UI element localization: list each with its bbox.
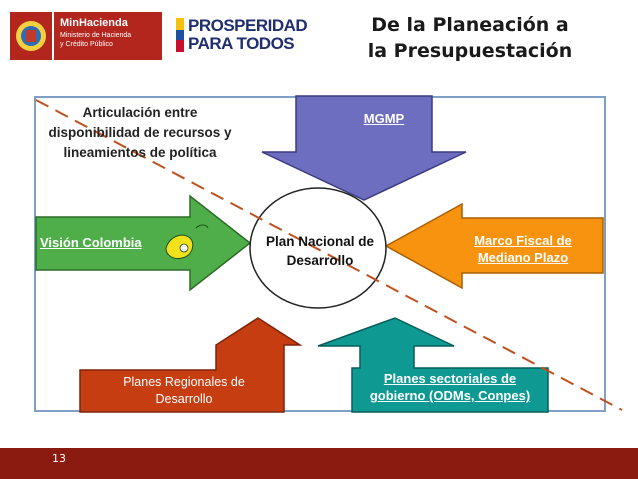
marco-fiscal-label[interactable]: Marco Fiscal de Mediano Plazo: [448, 232, 598, 266]
vision-arrow: [35, 194, 252, 292]
vision-colombia-label[interactable]: Visión Colombia: [40, 235, 142, 250]
marco-fiscal-line2: Mediano Plazo: [477, 250, 569, 265]
slide-title-line1: De la Planeación a: [371, 14, 569, 36]
mgmp-label[interactable]: MGMP: [363, 111, 405, 126]
slide-title-line2: la Presupuestación: [367, 40, 573, 62]
page-number: 13: [52, 452, 66, 465]
planes-sectoriales-line2: gobierno (ODMs, Conpes): [369, 388, 531, 403]
mgmp-arrow: [261, 95, 467, 201]
plan-nacional-label: Plan Nacional de Desarrollo: [250, 232, 390, 270]
planes-regionales-label[interactable]: Planes Regionales de Desarrollo: [82, 374, 286, 408]
minhacienda-sub1: Ministerio de Hacienda: [60, 32, 132, 39]
flag-stripes-icon: [176, 18, 184, 52]
plan-nacional-ellipse: [249, 187, 387, 309]
marco-arrow: [384, 202, 604, 290]
marco-fiscal-line1: Marco Fiscal de: [474, 233, 572, 248]
footer-bar: [0, 448, 638, 479]
sectoriales-arrow: [317, 317, 549, 413]
minhacienda-logo: MinHacienda Ministerio de Hacienda y Cré…: [10, 12, 162, 60]
regionales-arrow: [79, 317, 303, 413]
minhacienda-name: MinHacienda: [60, 17, 128, 29]
minhacienda-sub2: y Crédito Público: [60, 41, 113, 48]
prosperidad-line1: PROSPERIDAD: [188, 16, 308, 35]
planes-regionales-line2: Desarrollo: [155, 392, 213, 406]
slide-title: De la Planeación a la Presupuestación: [330, 12, 610, 64]
plan-nacional-line2: Desarrollo: [286, 253, 354, 268]
articulacion-label: Articulación entre disponibilidad de rec…: [48, 105, 232, 160]
colombia-map-icon: [165, 224, 209, 259]
planes-sectoriales-line1: Planes sectoriales de: [383, 371, 517, 386]
planes-sectoriales-label[interactable]: Planes sectoriales de gobierno (ODMs, Co…: [355, 370, 545, 404]
colombia-coat-of-arms-icon: [10, 12, 162, 60]
prosperidad-logo: PROSPERIDAD PARA TODOS: [176, 14, 308, 58]
plan-nacional-line1: Plan Nacional de: [265, 234, 375, 249]
planes-regionales-line1: Planes Regionales de: [123, 375, 245, 389]
diagonal-dashed-line: [35, 99, 623, 411]
prosperidad-line2: PARA TODOS: [188, 34, 295, 53]
